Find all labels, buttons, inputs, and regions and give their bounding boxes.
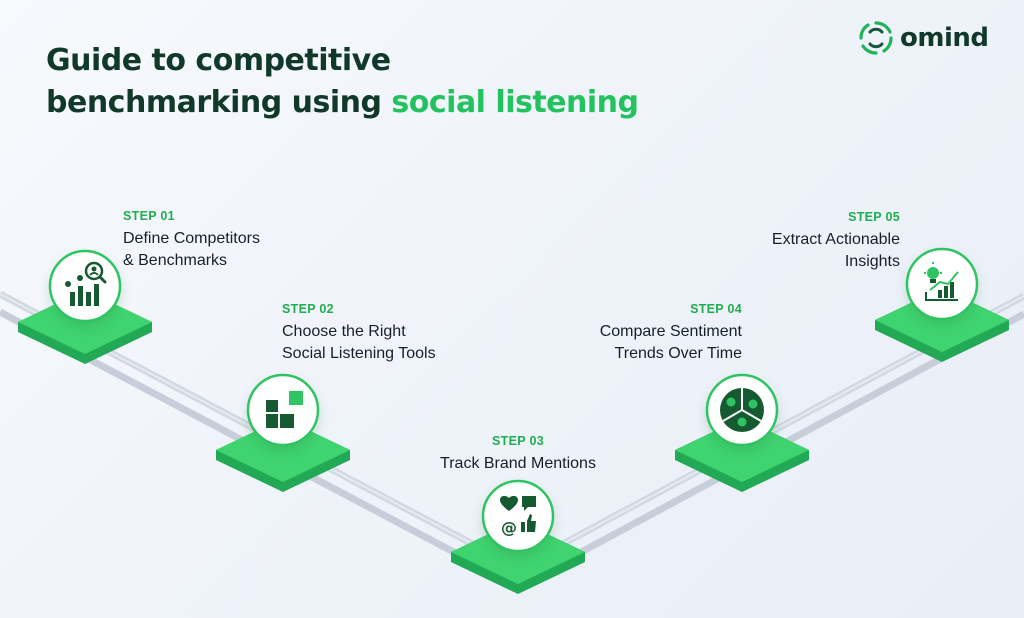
step-1-line-1: Define Competitors xyxy=(123,230,260,247)
insights-chart-icon xyxy=(924,262,959,301)
step-4-line-1: Compare Sentiment xyxy=(599,323,742,340)
step-5-line-2: Insights xyxy=(844,253,900,270)
svg-text:@: @ xyxy=(501,518,517,537)
step-5-label: STEP 05 xyxy=(848,210,900,224)
omind-logo-icon xyxy=(859,21,893,55)
step-3-line-1: Track Brand Mentions xyxy=(440,455,596,472)
platform-step-4 xyxy=(675,373,809,492)
step-2-line-2: Social Listening Tools xyxy=(282,345,436,362)
step-4-label: STEP 04 xyxy=(690,302,742,316)
step-4-caption: STEP 04 Compare Sentiment Trends Over Ti… xyxy=(542,302,742,365)
social-mentions-icon: @ xyxy=(500,495,536,537)
step-5-caption: STEP 05 Extract Actionable Insights xyxy=(700,210,900,273)
step-4-line-2: Trends Over Time xyxy=(614,345,742,362)
step-1-caption: STEP 01 Define Competitors & Benchmarks xyxy=(123,209,260,272)
step-5-line-1: Extract Actionable xyxy=(771,231,900,248)
sentiment-pie-icon xyxy=(720,388,764,432)
brand-name: omind xyxy=(900,23,989,53)
step-2-line-1: Choose the Right xyxy=(282,323,406,340)
step-2-caption: STEP 02 Choose the Right Social Listenin… xyxy=(282,302,436,365)
step-3-caption: STEP 03 Track Brand Mentions xyxy=(398,434,638,475)
platform-step-2 xyxy=(216,373,350,492)
page-title: Guide to competitive benchmarking using … xyxy=(46,40,639,124)
step-3-label: STEP 03 xyxy=(492,434,544,448)
analytics-search-icon xyxy=(65,261,107,306)
title-line-2: benchmarking using xyxy=(46,85,392,120)
platform-step-5 xyxy=(875,247,1009,362)
step-1-label: STEP 01 xyxy=(123,209,175,223)
title-line-1: Guide to competitive xyxy=(46,43,391,78)
platform-step-1 xyxy=(18,249,152,364)
platform-step-3: @ xyxy=(451,479,585,594)
step-1-line-2: & Benchmarks xyxy=(123,252,228,269)
brand-logo: omind xyxy=(858,20,989,56)
title-highlight: social listening xyxy=(391,85,639,120)
tools-grid-icon xyxy=(266,391,303,428)
step-2-label: STEP 02 xyxy=(282,302,334,316)
